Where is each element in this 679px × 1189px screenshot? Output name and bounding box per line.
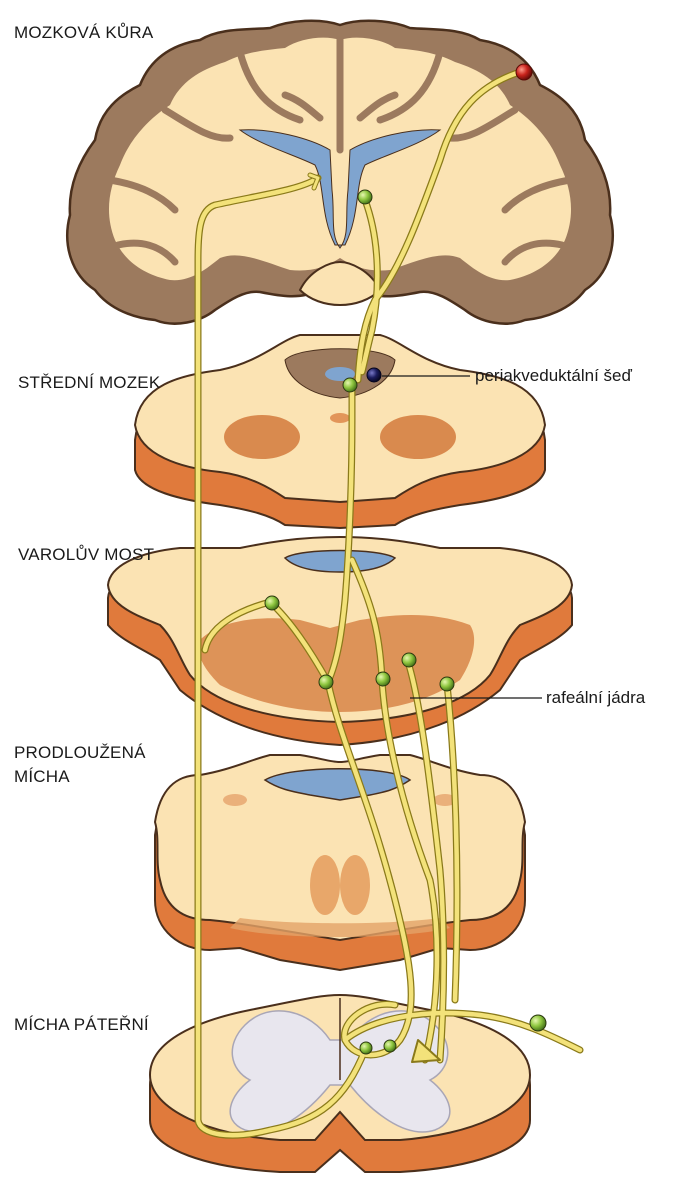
pons-neuron-left [265, 596, 279, 610]
dorsal-horn-neuron-2 [384, 1040, 396, 1052]
dorsal-root-ganglion [530, 1015, 546, 1031]
annotation-periaqueductal: periakveduktální šeď [475, 365, 632, 387]
annotation-raphe: rafeální jádra [546, 687, 645, 709]
raphe-neuron-2 [376, 672, 390, 686]
dorsal-horn-neuron-1 [360, 1042, 372, 1054]
cortical-neuron-red [516, 64, 532, 80]
midbrain-neuron [343, 378, 357, 392]
cerebral-cortex-section [67, 21, 612, 324]
spinal-cord-section [150, 995, 530, 1172]
label-pons: VAROLŮV MOST [18, 544, 154, 566]
raphe-neuron-4 [440, 677, 454, 691]
raphe-neuron-1 [319, 675, 333, 689]
label-midbrain: STŘEDNÍ MOZEK [18, 372, 160, 394]
label-cortex: MOZKOVÁ KŮRA [14, 22, 153, 44]
label-spinal-cord: MÍCHA PÁTEŘNÍ [14, 1014, 149, 1036]
label-medulla-line1: PRODLOUŽENÁ [14, 742, 146, 764]
label-medulla-line2: MÍCHA [14, 766, 70, 788]
pag-neuron-navy [367, 368, 381, 382]
medulla-section [155, 755, 525, 970]
raphe-neuron-3 [402, 653, 416, 667]
thalamic-neuron [358, 190, 372, 204]
